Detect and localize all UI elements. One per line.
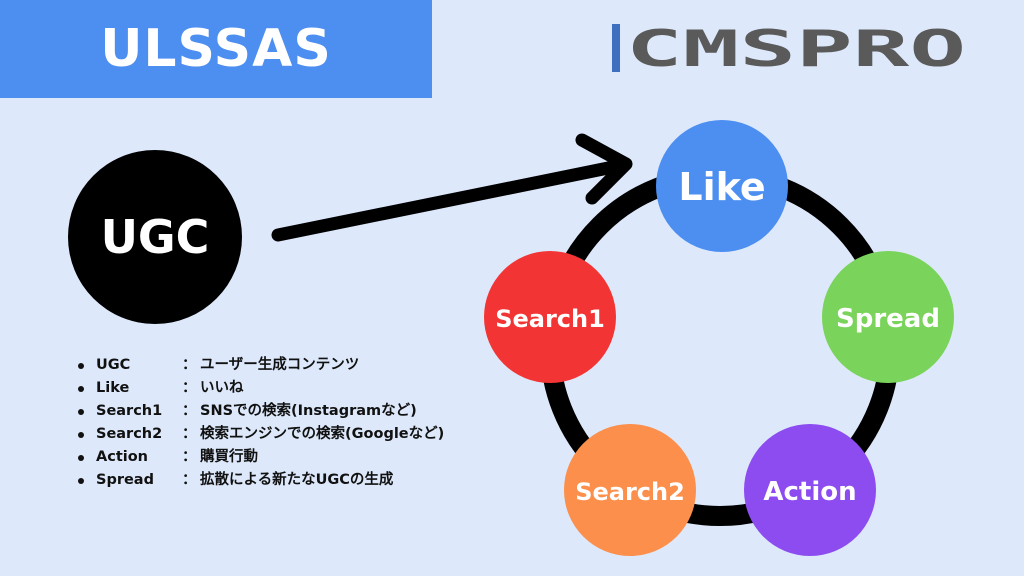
node-spread-label: Spread — [836, 304, 940, 334]
legend-term: UGC — [96, 357, 131, 373]
legend-separator: ： — [182, 357, 197, 373]
legend-description: いいね — [200, 380, 244, 396]
legend-term: Spread — [96, 472, 154, 488]
legend-separator: ： — [182, 449, 197, 465]
node-action-label: Action — [763, 477, 856, 507]
legend-separator: ： — [182, 426, 197, 442]
node-search2: Search2 — [564, 424, 696, 556]
legend-description: 購買行動 — [200, 449, 258, 465]
legend-term: Search1 — [96, 403, 163, 419]
cmspro-logo: CMSPRO — [612, 22, 966, 74]
legend-term: Action — [96, 449, 149, 465]
legend-description: ユーザー生成コンテンツ — [200, 357, 360, 373]
legend-description: 拡散による新たなUGCの生成 — [200, 472, 394, 488]
node-spread: Spread — [822, 251, 954, 383]
page-title: ULSSAS — [100, 19, 332, 79]
node-action: Action — [744, 424, 876, 556]
legend-separator: ： — [182, 380, 197, 396]
legend-separator: ： — [182, 403, 197, 419]
logo-accent-bar — [612, 24, 620, 72]
title-banner: ULSSAS — [0, 0, 432, 98]
node-ugc-label: UGC — [101, 210, 210, 264]
legend-description: SNSでの検索(Instagramなど) — [200, 403, 417, 419]
node-search2-label: Search2 — [575, 478, 685, 506]
legend-term: Search2 — [96, 426, 163, 442]
arrow-ugc-to-like — [271, 133, 633, 242]
node-ugc: UGC — [68, 150, 242, 324]
logo-text: CMSPRO — [626, 22, 966, 74]
node-search1-label: Search1 — [495, 305, 605, 333]
node-like: Like — [656, 120, 788, 252]
node-search1: Search1 — [484, 251, 616, 383]
node-like-label: Like — [678, 165, 765, 209]
legend-separator: ： — [182, 472, 197, 488]
legend-description: 検索エンジンでの検索(Googleなど) — [200, 426, 445, 442]
legend-term: Like — [96, 380, 130, 396]
